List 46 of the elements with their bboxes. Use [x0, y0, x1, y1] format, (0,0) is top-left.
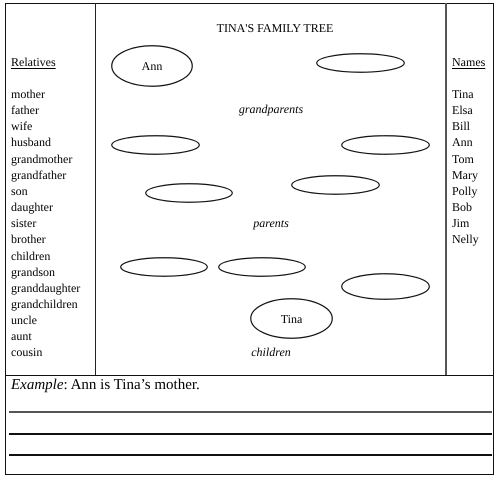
relative-word: wife: [11, 118, 32, 134]
worksheet-title: TINA'S FAMILY TREE: [216, 20, 334, 36]
family-member-ellipse: [341, 273, 430, 300]
relative-word: son: [11, 182, 28, 199]
generation-label: parents: [253, 215, 289, 231]
family-member-ellipse: [341, 135, 430, 155]
relative-word: grandchildren: [11, 296, 78, 312]
name-word: Bill: [452, 118, 470, 134]
name-word: Tom: [452, 150, 474, 167]
family-member-ellipse: [218, 257, 306, 277]
person-name: Ann: [142, 59, 162, 73]
relative-word: daughter: [11, 199, 53, 216]
column-heading: Relatives: [11, 54, 56, 70]
name-word: Bob: [452, 199, 472, 216]
relative-word: grandson: [11, 264, 55, 280]
name-word: Polly: [452, 182, 478, 199]
family-member-ellipse: [145, 183, 233, 203]
generation-label: grandparents: [238, 101, 304, 117]
relative-word: father: [11, 102, 39, 118]
example-sentence: Example: Ann is Tina’s mother.: [11, 376, 200, 394]
relative-word: sister: [11, 215, 36, 232]
column-heading: Names: [452, 54, 486, 70]
name-word: Ann: [452, 134, 473, 150]
relative-word: granddaughter: [11, 280, 80, 296]
family-member-ellipse: [316, 53, 405, 73]
relative-word: aunt: [11, 328, 32, 344]
relative-word: husband: [11, 134, 51, 150]
relative-word: grandfather: [11, 166, 66, 183]
name-word: Elsa: [452, 102, 473, 118]
family-member-ellipse: [120, 257, 208, 277]
name-word: Jim: [452, 215, 470, 232]
family-member-ellipse: [111, 45, 193, 87]
person-name: Tina: [280, 312, 302, 326]
family-member-ellipse: [250, 298, 333, 339]
relative-word: cousin: [11, 344, 42, 360]
relative-word: uncle: [11, 312, 37, 328]
relative-word: brother: [11, 231, 46, 248]
relative-word: grandmother: [11, 150, 72, 167]
family-member-ellipse: [111, 135, 200, 155]
name-word: Nelly: [452, 231, 479, 248]
name-word: Mary: [452, 166, 478, 183]
generation-label: children: [251, 344, 291, 360]
relative-word: children: [11, 248, 50, 264]
name-word: Tina: [452, 86, 474, 102]
family-member-ellipse: [291, 175, 380, 195]
relative-word: mother: [11, 86, 45, 102]
